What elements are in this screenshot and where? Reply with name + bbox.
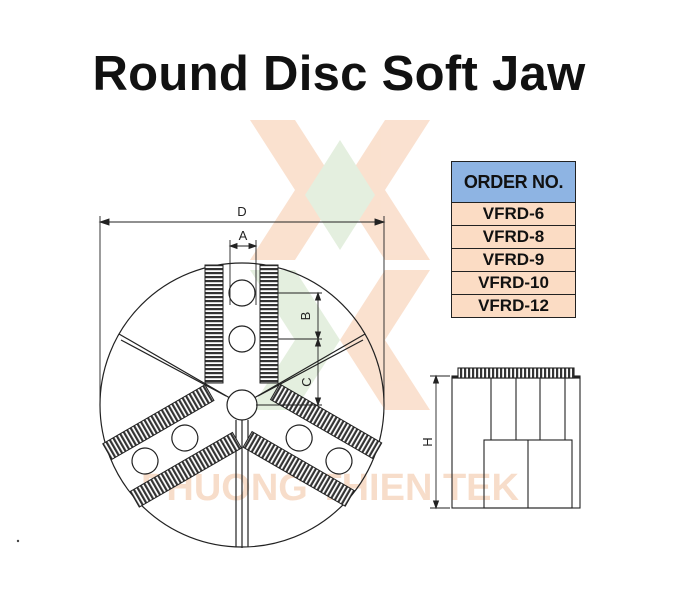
dimension-a [228, 240, 258, 305]
page-title: Round Disc Soft Jaw [92, 47, 586, 101]
dot-mark [16, 539, 20, 543]
dimension-b-label: B [298, 312, 313, 321]
order-row: VFRD-9 [451, 248, 576, 272]
order-number-table: ORDER NO. VFRD-6 VFRD-8 VFRD-9 VFRD-10 V… [451, 161, 576, 318]
dimension-h [430, 374, 450, 510]
jaw-lower-left [102, 384, 243, 508]
dimension-d [98, 216, 386, 405]
jaw-lower-right [242, 383, 383, 507]
order-table-header: ORDER NO. [451, 161, 576, 203]
dimension-h-label: H [420, 437, 435, 446]
jaw-top [204, 264, 279, 384]
dimension-d-label: D [237, 204, 246, 219]
side-view [451, 367, 581, 509]
dimension-c-label: C [299, 377, 314, 386]
order-row: VFRD-10 [451, 271, 576, 295]
dimension-b [278, 291, 322, 341]
order-row: VFRD-8 [451, 225, 576, 249]
dimension-c [256, 337, 322, 407]
order-row: VFRD-6 [451, 202, 576, 226]
order-row: VFRD-12 [451, 294, 576, 318]
center-hub [226, 389, 258, 421]
dimension-a-label: A [239, 228, 248, 243]
